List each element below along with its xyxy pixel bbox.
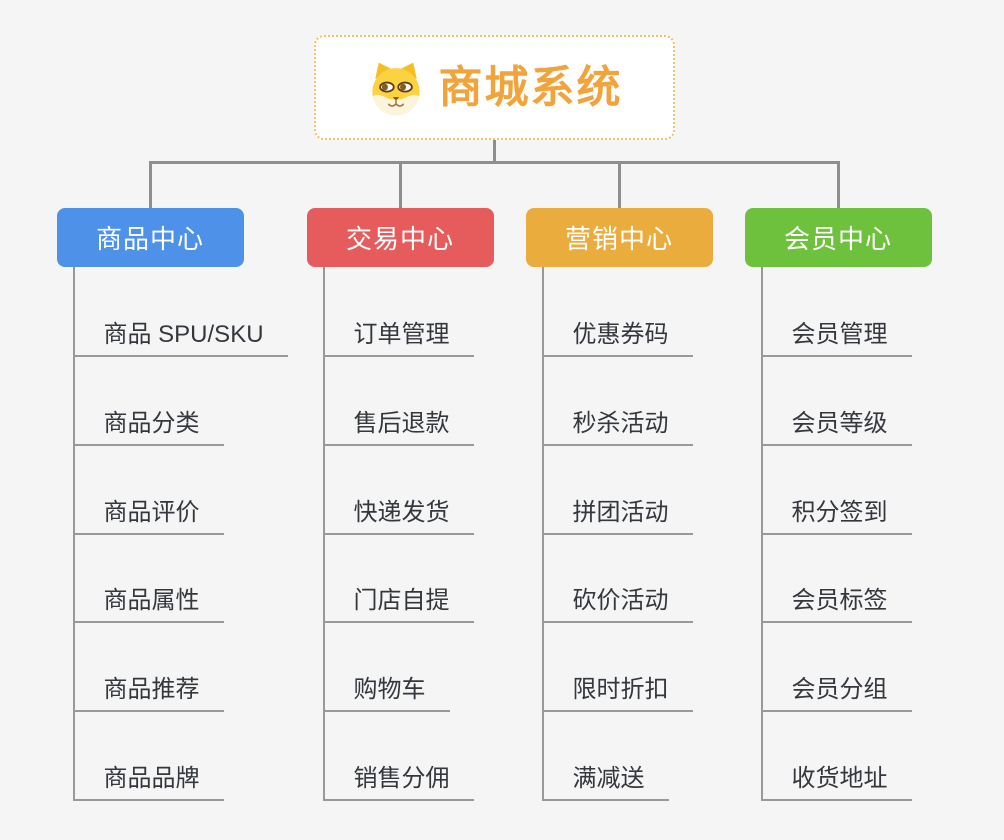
leaf-item[interactable]: 快递发货: [323, 498, 474, 535]
leaf-item[interactable]: 商品属性: [73, 586, 224, 623]
leaf-item[interactable]: 商品分类: [73, 409, 224, 446]
leaf-item[interactable]: 砍价活动: [542, 586, 693, 623]
branch-label: 会员中心: [783, 224, 892, 254]
leaf-item[interactable]: 限时折扣: [542, 675, 693, 712]
connector-root-stub: [493, 140, 496, 164]
connector-branch-stub: [617, 162, 621, 208]
leaf-item[interactable]: 会员管理: [761, 320, 912, 357]
connector-branch-stub: [148, 162, 152, 208]
branch-header-1[interactable]: 商品中心: [56, 208, 244, 267]
connector-branch-stub: [836, 162, 840, 208]
root-title: 商城系统: [438, 62, 623, 112]
leaf-item[interactable]: 收货地址: [761, 764, 912, 801]
leaf-item[interactable]: 商品推荐: [73, 675, 224, 712]
branch-header-4[interactable]: 会员中心: [744, 208, 932, 267]
branch-header-3[interactable]: 营销中心: [525, 208, 713, 267]
leaf-item[interactable]: 门店自提: [323, 586, 474, 623]
leaf-item[interactable]: 销售分佣: [323, 764, 474, 801]
leaf-item[interactable]: 商品 SPU/SKU: [73, 320, 288, 357]
leaf-item[interactable]: 商品评价: [73, 498, 224, 535]
branch-label: 交易中心: [345, 224, 454, 254]
leaf-item[interactable]: 购物车: [323, 675, 450, 712]
branch-label: 商品中心: [95, 224, 204, 254]
connector-horizontal-trunk: [149, 161, 840, 164]
leaf-item[interactable]: 优惠券码: [542, 320, 693, 357]
leaf-item[interactable]: 会员等级: [761, 409, 912, 446]
leaf-item[interactable]: 满减送: [542, 764, 669, 801]
doge-icon: [367, 60, 425, 116]
leaf-item[interactable]: 订单管理: [323, 320, 474, 357]
leaf-item[interactable]: 拼团活动: [542, 498, 693, 535]
leaf-item[interactable]: 会员分组: [761, 675, 912, 712]
leaf-item[interactable]: 会员标签: [761, 586, 912, 623]
leaf-item[interactable]: 积分签到: [761, 498, 912, 535]
branch-header-2[interactable]: 交易中心: [306, 208, 494, 267]
root-node[interactable]: 商城系统: [314, 35, 675, 140]
leaf-item[interactable]: 秒杀活动: [542, 409, 693, 446]
leaf-item[interactable]: 售后退款: [323, 409, 474, 446]
connector-branch-stub: [398, 162, 402, 208]
branch-label: 营销中心: [564, 224, 673, 254]
leaf-item[interactable]: 商品品牌: [73, 764, 224, 801]
